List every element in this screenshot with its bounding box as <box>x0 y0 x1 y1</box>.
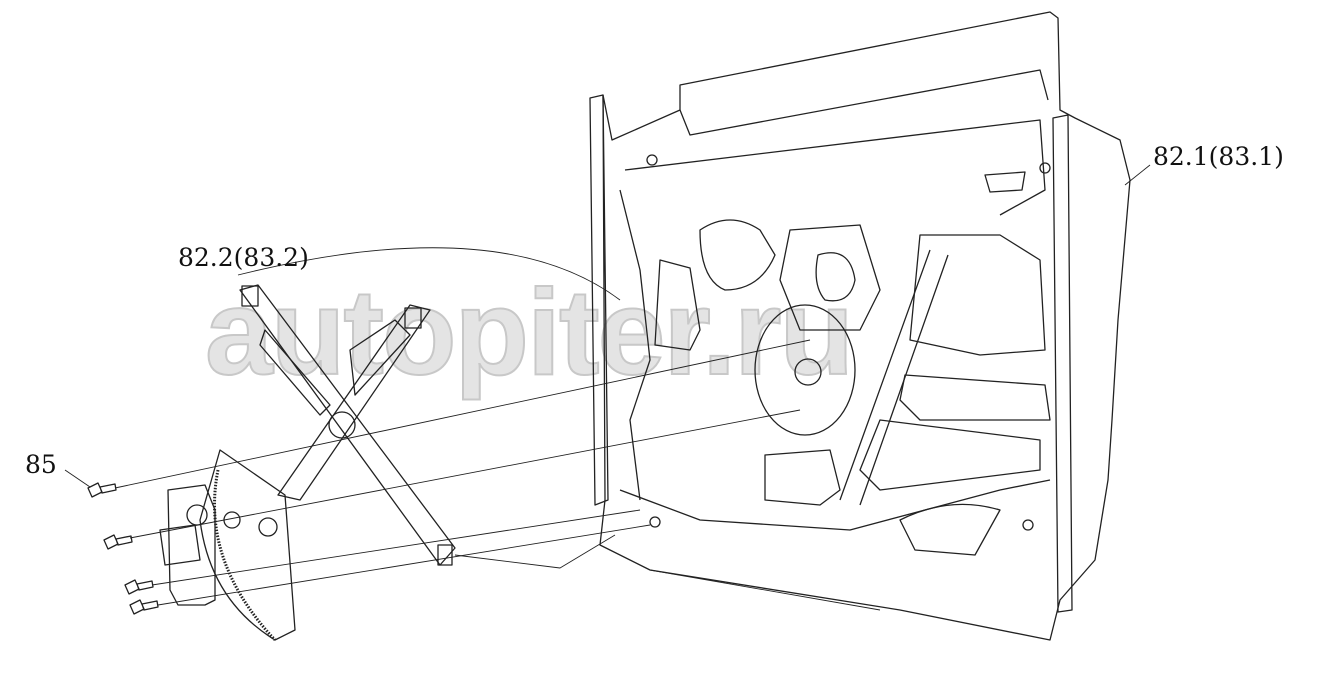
callout-82-2: 82.2(83.2) <box>178 243 309 272</box>
callout-85: 85 <box>25 450 57 479</box>
door-inner-panel <box>589 11 1131 641</box>
bolts <box>87 482 159 615</box>
callout-82-1: 82.1(83.1) <box>1153 142 1284 171</box>
window-motor <box>159 484 216 606</box>
window-regulator <box>199 284 456 642</box>
leader-lines <box>64 164 1151 611</box>
